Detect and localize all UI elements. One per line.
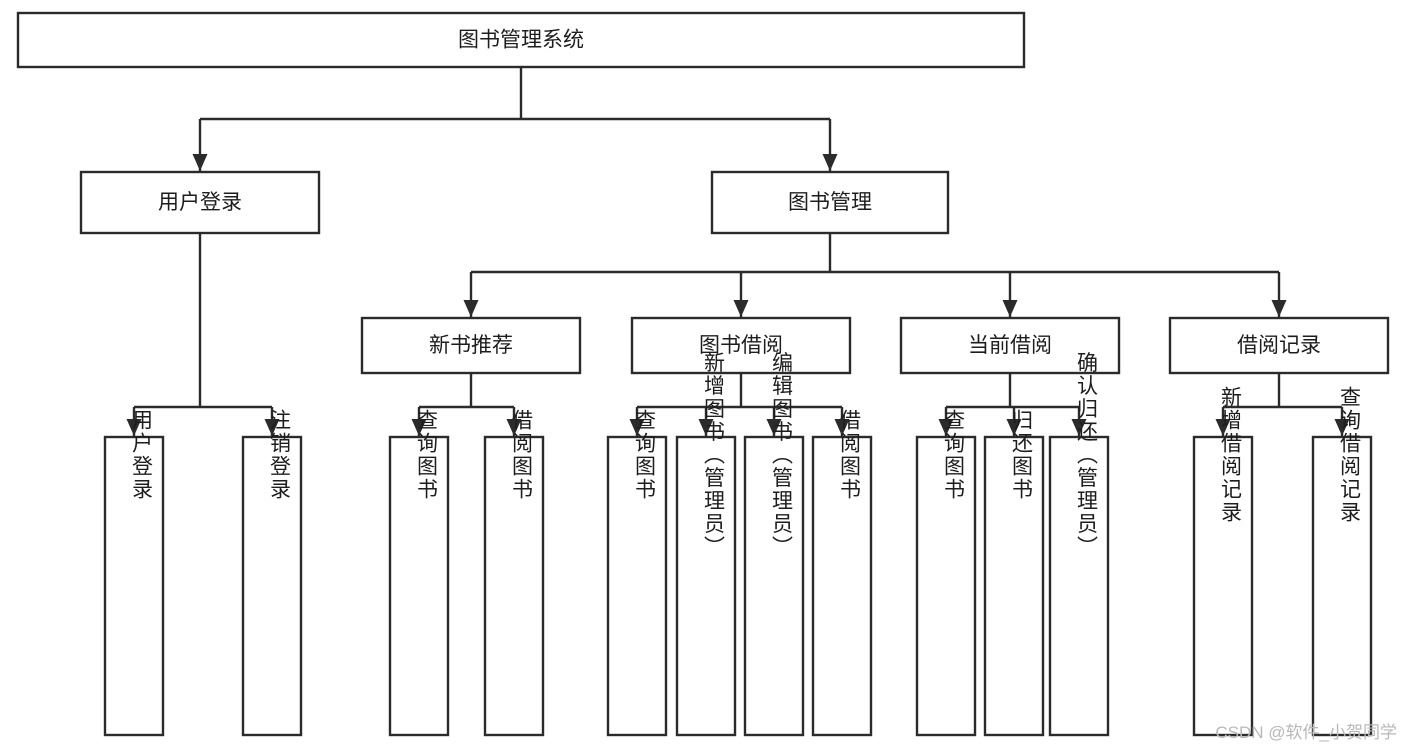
- watermark-text: CSDN @软件_小贺同学: [1215, 723, 1397, 742]
- node-leaf-borrow-book[interactable]: 借阅图书: [811, 409, 873, 737]
- node-user-login[interactable]: 用户登录: [79, 170, 321, 235]
- arrow-head-icon: [463, 300, 479, 317]
- node-box-leaf-add-book[interactable]: [675, 435, 737, 737]
- arrow-head-icon: [834, 419, 850, 436]
- arrow-head-icon: [938, 419, 954, 436]
- node-leaf-user-login[interactable]: 用户登录: [103, 409, 165, 737]
- node-box-user-login[interactable]: [79, 170, 321, 235]
- arrow-head-icon: [1071, 419, 1087, 436]
- node-label-leaf-add-record: 新增借阅记录: [1219, 386, 1243, 524]
- edges-layer: [126, 67, 1350, 436]
- arrow-head-icon: [264, 419, 280, 436]
- node-box-leaf-query-book-rec[interactable]: [388, 435, 450, 737]
- node-label-book-manage: 图书管理: [788, 191, 872, 214]
- node-box-leaf-borrow-book-rec[interactable]: [483, 435, 545, 737]
- node-label-borrow-record: 借阅记录: [1237, 334, 1321, 357]
- node-book-manage[interactable]: 图书管理: [710, 170, 950, 235]
- node-leaf-query-record[interactable]: 查询借阅记录: [1311, 386, 1373, 737]
- node-label-book-borrow: 图书借阅: [699, 334, 783, 357]
- arrow-head-icon: [1006, 419, 1022, 436]
- node-label-leaf-return-book: 归还图书: [1010, 409, 1034, 501]
- node-box-leaf-query-book-borrow[interactable]: [606, 435, 668, 737]
- node-box-leaf-query-book-cur[interactable]: [915, 435, 977, 737]
- node-label-leaf-query-book-rec: 查询图书: [415, 409, 439, 501]
- arrow-head-icon: [1215, 419, 1231, 436]
- node-root[interactable]: 图书管理系统: [16, 11, 1026, 69]
- node-label-leaf-add-book: 新增图书（管理员）: [702, 352, 726, 559]
- arrow-head-icon: [411, 419, 427, 436]
- node-leaf-borrow-book-rec[interactable]: 借阅图书: [483, 409, 545, 737]
- node-box-book-manage[interactable]: [710, 170, 950, 235]
- arrow-head-icon: [1271, 300, 1287, 317]
- node-leaf-logout[interactable]: 注销登录: [241, 409, 303, 737]
- node-current-borrow[interactable]: 当前借阅: [899, 316, 1121, 375]
- node-box-leaf-edit-book[interactable]: [743, 435, 805, 737]
- node-label-leaf-confirm-return: 确认归还（管理员）: [1075, 352, 1099, 559]
- node-leaf-confirm-return[interactable]: 确认归还（管理员）: [1048, 352, 1110, 737]
- node-box-leaf-user-login[interactable]: [103, 435, 165, 737]
- arrow-head-icon: [629, 419, 645, 436]
- node-book-borrow[interactable]: 图书借阅: [630, 316, 852, 375]
- node-label-user-login: 用户登录: [158, 191, 242, 214]
- node-label-leaf-edit-book: 编辑图书（管理员）: [770, 352, 794, 559]
- node-label-leaf-logout: 注销登录: [268, 409, 292, 501]
- node-leaf-query-book-borrow[interactable]: 查询图书: [606, 409, 668, 737]
- node-label-leaf-borrow-book: 借阅图书: [838, 409, 862, 501]
- node-box-root[interactable]: [16, 11, 1026, 69]
- arrow-head-icon: [192, 154, 208, 171]
- nodes-layer: 图书管理系统用户登录图书管理新书推荐图书借阅当前借阅借阅记录用户登录注销登录查询…: [16, 11, 1390, 737]
- arrow-head-icon: [1002, 300, 1018, 317]
- node-box-leaf-return-book[interactable]: [983, 435, 1045, 737]
- node-label-leaf-query-book-cur: 查询图书: [942, 409, 966, 501]
- node-leaf-return-book[interactable]: 归还图书: [983, 409, 1045, 737]
- node-new-book-rec[interactable]: 新书推荐: [360, 316, 582, 375]
- node-label-leaf-query-book-borrow: 查询图书: [633, 409, 657, 501]
- node-label-leaf-query-record: 查询借阅记录: [1338, 386, 1362, 524]
- node-borrow-record[interactable]: 借阅记录: [1168, 316, 1390, 375]
- node-leaf-add-book[interactable]: 新增图书（管理员）: [675, 352, 737, 737]
- arrow-head-icon: [1334, 419, 1350, 436]
- node-box-book-borrow[interactable]: [630, 316, 852, 375]
- node-label-root: 图书管理系统: [458, 29, 584, 52]
- arrow-head-icon: [126, 419, 142, 436]
- node-leaf-add-record[interactable]: 新增借阅记录: [1192, 386, 1254, 737]
- arrow-head-icon: [766, 419, 782, 436]
- node-box-leaf-borrow-book[interactable]: [811, 435, 873, 737]
- node-box-leaf-confirm-return[interactable]: [1048, 435, 1110, 737]
- node-leaf-query-book-cur[interactable]: 查询图书: [915, 409, 977, 737]
- node-box-borrow-record[interactable]: [1168, 316, 1390, 375]
- node-box-leaf-logout[interactable]: [241, 435, 303, 737]
- node-label-current-borrow: 当前借阅: [968, 334, 1052, 357]
- arrow-head-icon: [822, 154, 838, 171]
- arrow-head-icon: [506, 419, 522, 436]
- node-leaf-query-book-rec[interactable]: 查询图书: [388, 409, 450, 737]
- arrow-head-icon: [733, 300, 749, 317]
- node-box-leaf-query-record[interactable]: [1311, 435, 1373, 737]
- node-label-new-book-rec: 新书推荐: [429, 334, 513, 357]
- node-label-leaf-borrow-book-rec: 借阅图书: [510, 409, 534, 501]
- arrow-head-icon: [698, 419, 714, 436]
- node-box-leaf-add-record[interactable]: [1192, 435, 1254, 737]
- node-box-new-book-rec[interactable]: [360, 316, 582, 375]
- node-label-leaf-user-login: 用户登录: [130, 409, 154, 501]
- node-box-current-borrow[interactable]: [899, 316, 1121, 375]
- node-leaf-edit-book[interactable]: 编辑图书（管理员）: [743, 352, 805, 737]
